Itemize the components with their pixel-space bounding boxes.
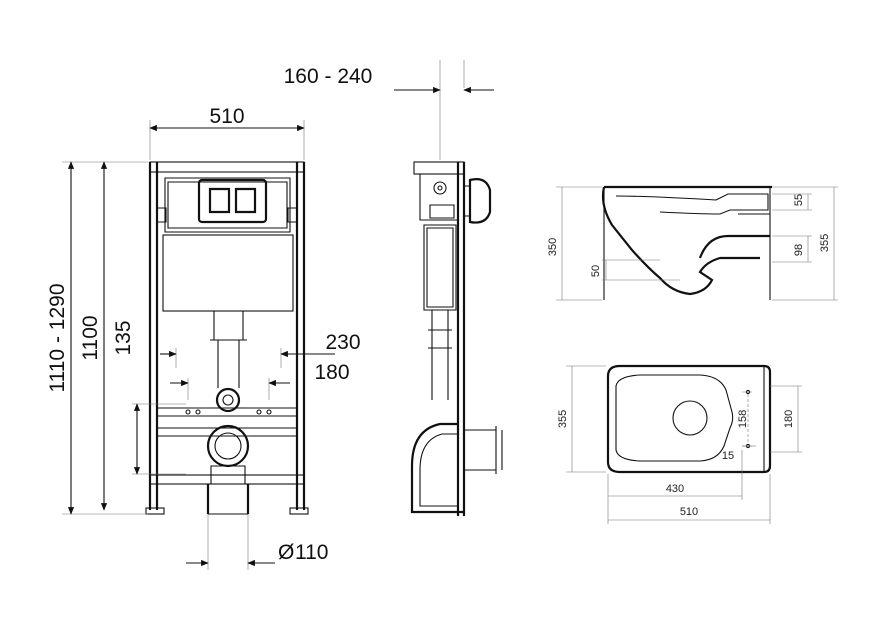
- dim-label-350: 350: [547, 238, 559, 256]
- dim-label-510: 510: [209, 105, 244, 128]
- dim-label-510-top: 510: [680, 506, 698, 518]
- side-view: [410, 161, 503, 516]
- dim-label-135: 135: [112, 320, 135, 355]
- dim-front-width: 510: [149, 105, 305, 160]
- dim-front-180: 180: [170, 361, 350, 400]
- dim-label-110: 110: [295, 541, 328, 564]
- dim-front-height-total: 1110 - 1290: [46, 161, 148, 515]
- dim-front-pipe: Ø 110: [186, 514, 328, 570]
- dim-label-158: 158: [737, 410, 749, 428]
- dim-label-180: 180: [314, 361, 349, 384]
- dim-front-height-low: 135: [112, 320, 186, 475]
- dim-bowl-heights: 350 50 55 98 355: [547, 186, 838, 301]
- dim-label-430: 430: [666, 483, 684, 495]
- diameter-symbol: Ø: [278, 541, 294, 564]
- dim-label-355-side: 355: [819, 234, 831, 252]
- dim-side-depth: 160 - 240: [284, 60, 494, 160]
- dim-label-98: 98: [793, 244, 805, 256]
- dim-front-230: 230: [160, 331, 361, 368]
- bowl-side-view: [601, 185, 772, 300]
- flush-plate: [197, 178, 268, 224]
- dim-label-180-top: 180: [783, 410, 795, 428]
- dim-label-160-240: 160 - 240: [284, 65, 373, 88]
- dim-label-15: 15: [722, 450, 734, 462]
- cistern-body: [162, 234, 294, 312]
- dim-label-1100: 1100: [79, 315, 102, 360]
- dim-front-height-frame: 1100: [79, 161, 108, 511]
- bowl-top-view: [606, 364, 772, 474]
- dim-label-355-top: 355: [557, 410, 569, 428]
- dim-bowl-top: 355 158 180 15 430 510: [557, 365, 802, 524]
- dim-label-50: 50: [590, 265, 602, 277]
- dim-label-230: 230: [325, 331, 360, 354]
- dim-label-55: 55: [793, 194, 805, 206]
- front-view: [145, 161, 309, 515]
- dim-label-1110-1290: 1110 - 1290: [46, 284, 69, 393]
